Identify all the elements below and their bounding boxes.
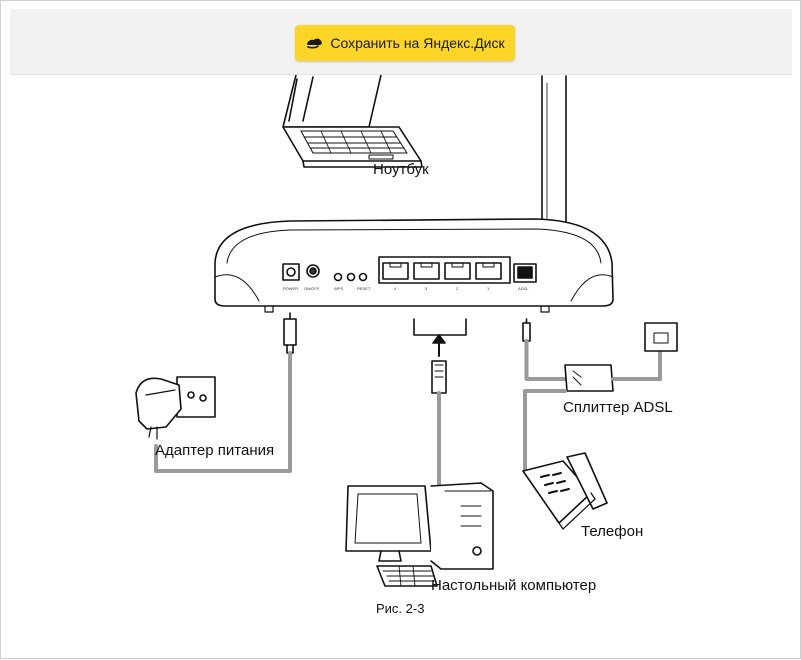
label-adsl-splitter: Сплиттер ADSL bbox=[563, 399, 673, 416]
adsl-splitter-icon bbox=[522, 318, 678, 473]
desktop-computer-icon bbox=[345, 482, 494, 587]
port-label-reset: RESET bbox=[357, 286, 371, 291]
figure-caption: Рис. 2-3 bbox=[376, 601, 425, 616]
save-to-yandex-disk-button[interactable]: Сохранить на Яндекс.Диск bbox=[295, 25, 515, 61]
label-power-adapter: Адаптер питания bbox=[155, 442, 275, 459]
port-label-lan-4: 4 bbox=[394, 286, 397, 291]
ethernet-cable-icon bbox=[413, 318, 467, 488]
port-label-lan-2: 2 bbox=[456, 286, 459, 291]
label-telephone: Телефон bbox=[581, 523, 644, 540]
label-desktop-computer: Настольный компьютер bbox=[431, 577, 597, 594]
save-button-label: Сохранить на Яндекс.Диск bbox=[330, 35, 505, 51]
label-laptop: Ноутбук bbox=[373, 161, 429, 178]
port-label-lan-3: 3 bbox=[425, 286, 428, 291]
port-label-wps: WPS bbox=[334, 286, 344, 291]
telephone-icon bbox=[522, 452, 608, 530]
port-label-on-off: ON/OFF bbox=[304, 286, 320, 291]
port-label-adsl: ADSL bbox=[518, 286, 529, 291]
laptop-icon bbox=[282, 75, 423, 168]
port-label-power: POWER bbox=[283, 286, 299, 291]
connection-diagram bbox=[135, 75, 678, 587]
yandex-disk-icon bbox=[305, 37, 323, 49]
port-label-lan-1: 1 bbox=[487, 286, 490, 291]
power-adapter-icon bbox=[135, 312, 297, 473]
router-icon bbox=[214, 218, 614, 313]
